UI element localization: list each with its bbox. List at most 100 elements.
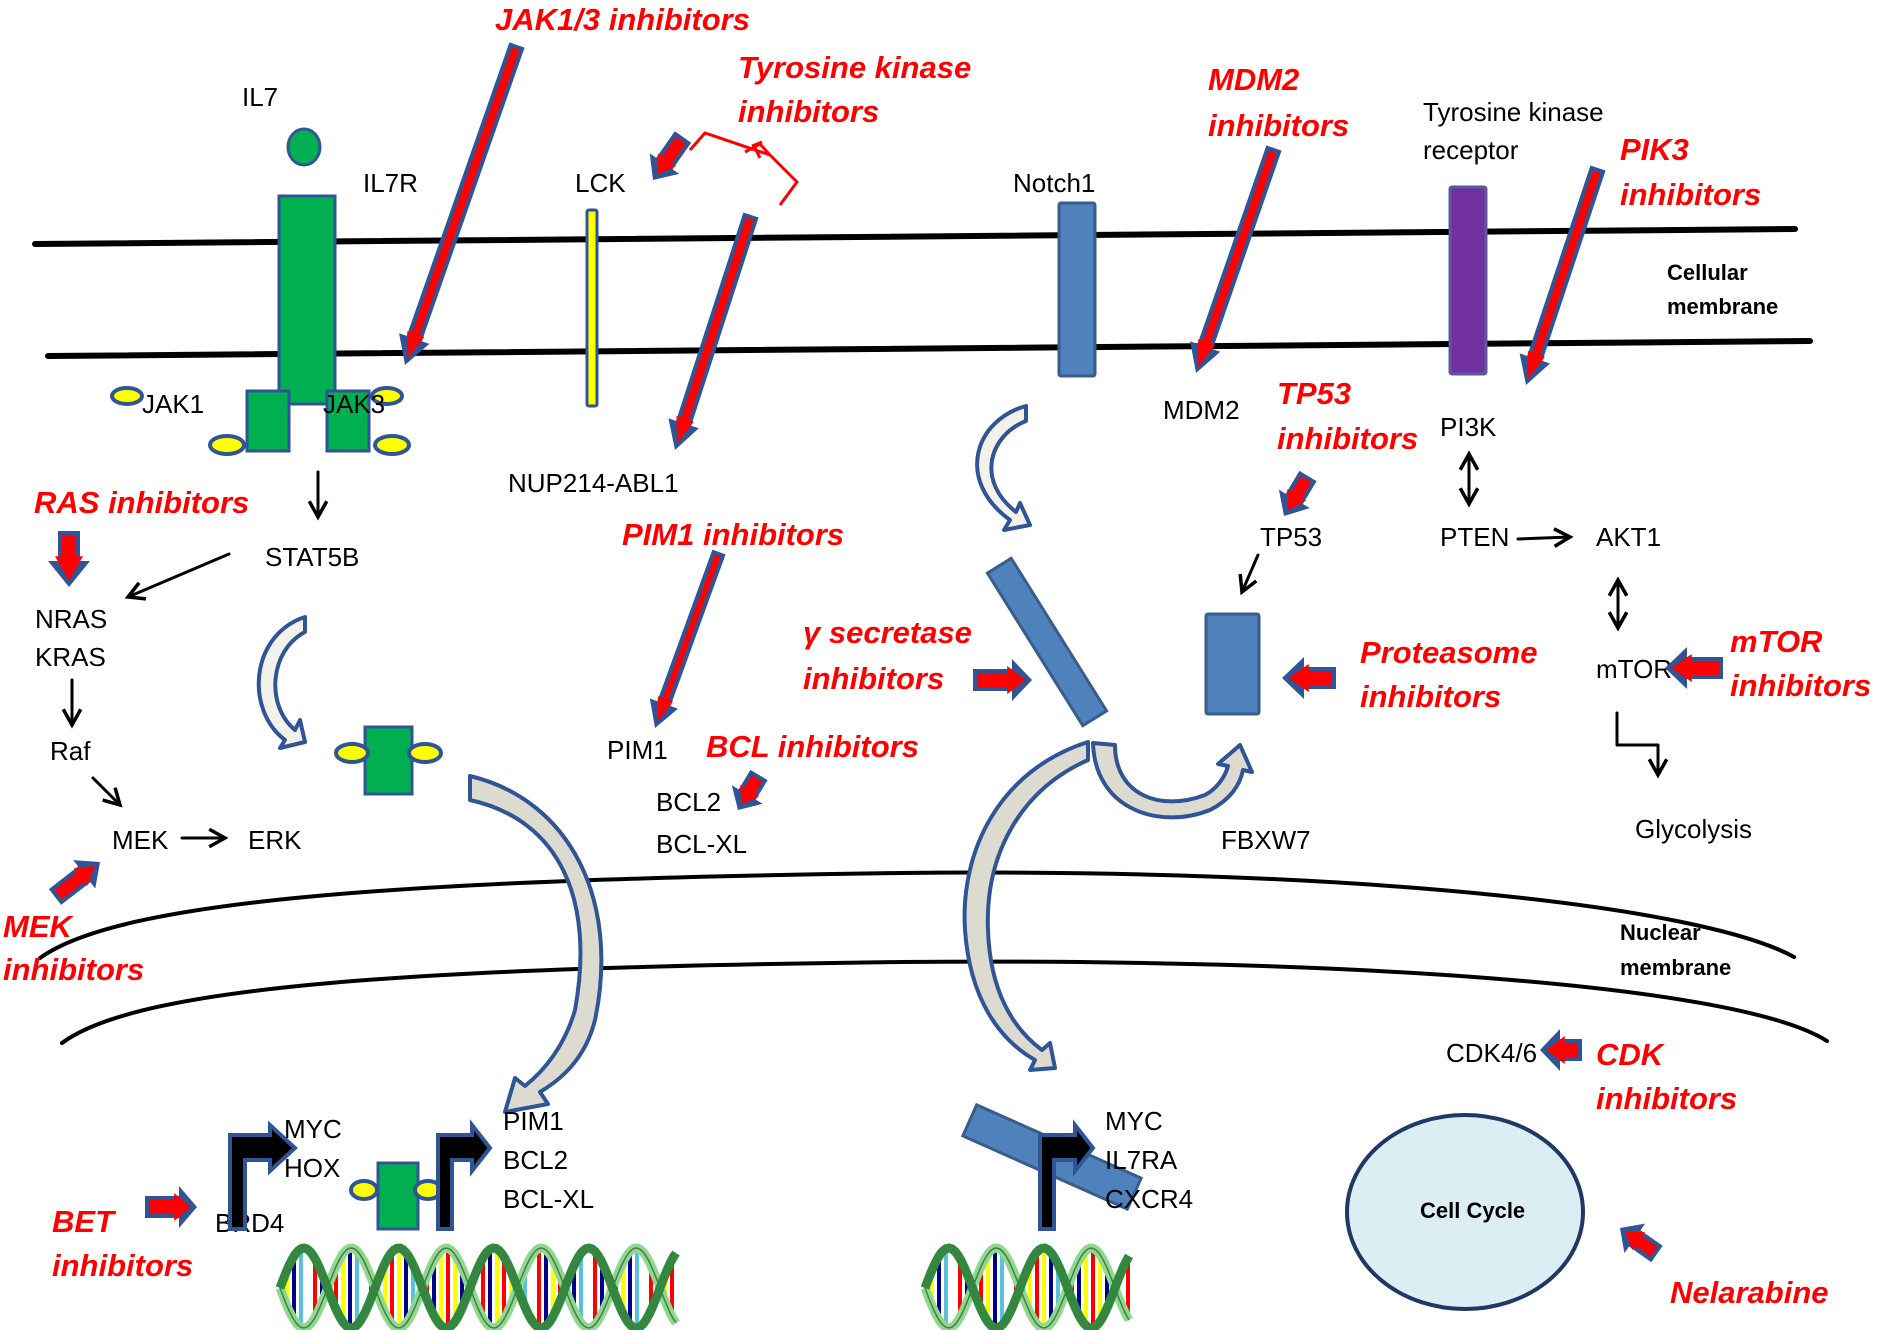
cdk-inhibitors-label-2: inhibitors xyxy=(1596,1081,1737,1116)
jak1-label: JAK1 xyxy=(142,389,204,419)
nuclear-membrane-label: Nuclear xyxy=(1620,920,1701,945)
nelarabine-arrow xyxy=(1620,1223,1663,1263)
nicd-to-fbxw7-curved-arrow xyxy=(1091,741,1254,820)
mtor-inhibitors-label: mTOR xyxy=(1730,624,1823,659)
pten-label: PTEN xyxy=(1440,522,1509,552)
gamma-secretase-inhibitor-arrow-fill xyxy=(977,666,1026,694)
jak1-ellipse-top xyxy=(110,386,144,406)
dna-helix-left xyxy=(275,1243,680,1330)
proteasome-inhibitors-label-2: inhibitors xyxy=(1360,679,1501,714)
cell-cycle-circle xyxy=(1345,1113,1585,1311)
tki-bracket xyxy=(688,131,799,206)
stat5b-to-ras-arrow xyxy=(128,552,231,597)
gamma-secretase-inhibitors-label-2: inhibitors xyxy=(803,661,944,696)
lck-label: LCK xyxy=(575,168,626,198)
notch1-cleavage-curved-arrow xyxy=(975,404,1032,532)
notch1-receptor xyxy=(1057,201,1097,378)
promoter2-gene-3: BCL-XL xyxy=(503,1184,594,1214)
jak1-ellipse-bottom xyxy=(208,434,246,456)
cdk-inhibitor-arrow-fill xyxy=(1546,1036,1578,1064)
tki-inhibitors-label: Tyrosine kinase xyxy=(738,50,971,85)
promoter1-gene-2: HOX xyxy=(284,1153,340,1183)
mek-inhibitor-arrow-fill xyxy=(54,865,95,900)
nuclear-membrane-outer xyxy=(38,870,1796,960)
notch1-label: Notch1 xyxy=(1013,168,1095,198)
nras-label: NRAS xyxy=(35,604,107,634)
mdm2-label: MDM2 xyxy=(1163,395,1240,425)
mek-inhibitor-arrow xyxy=(48,860,100,905)
pim1-inhibitors-label: PIM1 inhibitors xyxy=(622,517,844,552)
stat5b-nuclear-dimer-box xyxy=(376,1161,420,1231)
mtor-inhibitor-arrow xyxy=(1665,647,1723,689)
proteasome-inhibitor-arrow-fill xyxy=(1288,664,1332,692)
tp53-inhibitor-arrow-fill xyxy=(1287,476,1312,511)
cell-cycle-label: Cell Cycle xyxy=(1420,1198,1525,1223)
lck-protein xyxy=(585,208,599,408)
tp53-inhibitors-label: TP53 xyxy=(1277,376,1351,411)
jak1-subunit xyxy=(245,389,291,453)
ras-inhibitor-arrow-fill xyxy=(55,535,83,581)
stat5b-dimer-ellipse-left xyxy=(334,742,370,764)
tki-bracket-stem xyxy=(744,142,772,157)
mdm2-inhibitors-label: MDM2 xyxy=(1208,62,1299,97)
pim1-inhibitor-arrow xyxy=(649,549,726,728)
cdk-inhibitor-arrow xyxy=(1540,1029,1582,1071)
stat5b-dimer-ellipse-right xyxy=(407,742,443,764)
mdm2-inhibitor-arrow xyxy=(1190,145,1282,373)
gamma-secretase-inhibitors-label: γ secretase xyxy=(803,615,972,650)
abl1-inhibitor-arrow xyxy=(668,212,759,450)
nicd-nuclear-translocation-arrow xyxy=(962,740,1090,1072)
dna-strand xyxy=(924,1247,1130,1329)
cellular-membrane-inner xyxy=(45,338,1813,359)
pik3-inhibitors-label: PIK3 xyxy=(1620,132,1689,167)
mtor-to-glycolysis-arrow xyxy=(1615,711,1658,775)
proteasome-inhibitors-label: Proteasome xyxy=(1360,635,1537,670)
dna-strand xyxy=(279,1247,677,1329)
bet-inhibitors-label-2: inhibitors xyxy=(52,1248,193,1283)
tp53-inhibitors-label-2: inhibitors xyxy=(1277,421,1418,456)
kras-label: KRAS xyxy=(35,642,106,672)
promoter3-gene-3: CXCR4 xyxy=(1105,1184,1193,1214)
pim1-label: PIM1 xyxy=(607,735,668,765)
promoter2-gene-2: BCL2 xyxy=(503,1145,568,1175)
lck-inhibitor-arrow xyxy=(649,131,692,180)
nicd-fragment xyxy=(985,556,1109,728)
promoter-arrow-2 xyxy=(436,1119,493,1231)
bcl-inhibitors-label: BCL inhibitors xyxy=(706,729,919,764)
nelarabine-label: Nelarabine xyxy=(1670,1275,1829,1310)
lck-inhibitor-arrow-fill xyxy=(656,136,686,175)
nuclear-membrane-label-2: membrane xyxy=(1620,955,1731,980)
proteasome-inhibitor-arrow xyxy=(1282,657,1336,699)
bet-inhibitors-label: BET xyxy=(52,1204,117,1239)
brd4-label: BRD4 xyxy=(215,1208,284,1238)
raf-to-mek-arrow xyxy=(91,776,120,805)
rtk-receptor xyxy=(1448,185,1488,376)
jak-inhibitor-arrow-fill xyxy=(407,47,520,359)
pik3-inhibitor-arrow-fill xyxy=(1527,170,1601,379)
mdm2-inhibitors-label-2: inhibitors xyxy=(1208,108,1349,143)
glycolysis-label: Glycolysis xyxy=(1635,814,1752,844)
erk-label: ERK xyxy=(248,825,302,855)
stat5b-label: STAT5B xyxy=(265,542,359,572)
nup214-abl1-label: NUP214-ABL1 xyxy=(508,468,679,498)
tp53-inhibitor-arrow xyxy=(1278,470,1317,516)
mek-label: MEK xyxy=(112,825,169,855)
rtk-label: Tyrosine kinase xyxy=(1423,97,1604,127)
mek-inhibitors-label-2: inhibitors xyxy=(3,952,144,987)
pim1-inhibitor-arrow-fill xyxy=(657,554,721,722)
abl1-inhibitor-arrow-fill xyxy=(676,217,754,444)
promoter3-gene-1: MYC xyxy=(1105,1106,1163,1136)
gamma-secretase-inhibitor-arrow xyxy=(973,659,1032,701)
promoter2-gene-1: PIM1 xyxy=(503,1106,564,1136)
bclxl-label: BCL-XL xyxy=(656,829,747,859)
cdk-inhibitors-label: CDK xyxy=(1596,1037,1666,1072)
stat5b-curved-arrow xyxy=(256,615,307,750)
il7-ligand xyxy=(286,127,322,167)
nuclear-membrane-inner xyxy=(60,959,1829,1045)
pik3-inhibitor-arrow xyxy=(1519,165,1606,385)
tp53-label: TP53 xyxy=(1260,522,1322,552)
mek-inhibitors-label: MEK xyxy=(3,909,75,944)
pi3k-label: PI3K xyxy=(1440,412,1497,442)
dna-helix-right xyxy=(920,1243,1133,1330)
